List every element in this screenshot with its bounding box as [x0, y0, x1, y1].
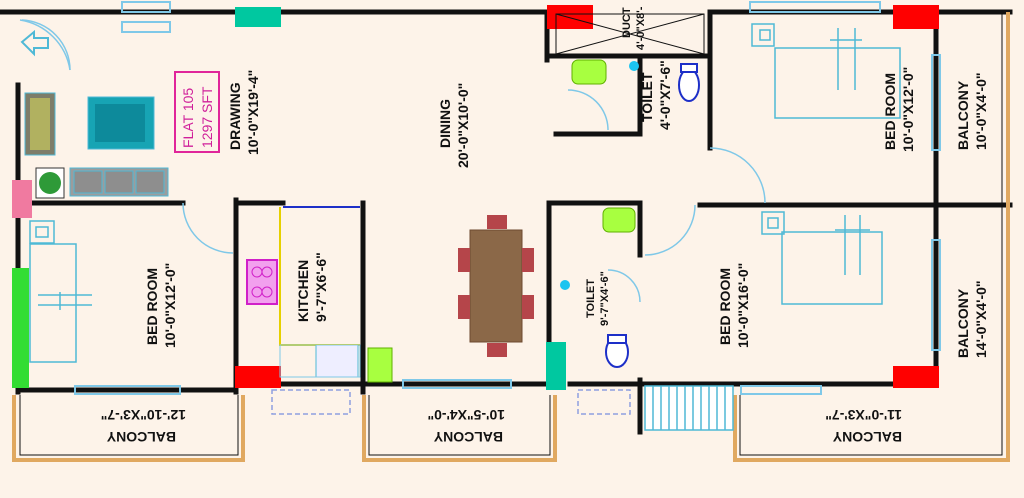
- balcony-bottom-left-name: BALCONY: [106, 429, 176, 445]
- door-swings: [19, 19, 766, 303]
- drawing-name: DRAWING: [227, 82, 243, 150]
- bed-top-right-name: BED ROOM: [882, 73, 898, 150]
- balcony-parapets: [12, 12, 1010, 462]
- toilet-mid-size: 9'-7"X4'-6": [599, 271, 611, 326]
- kitchen-name: KITCHEN: [295, 260, 311, 322]
- balcony-bottom-mid-size: 10'-5"X4'-0": [427, 407, 505, 423]
- drawing-size: 10'-0"X19'-4": [245, 70, 261, 155]
- flat-tag: FLAT 105 1297 SFT: [174, 71, 220, 153]
- dining-name: DINING: [437, 99, 453, 148]
- kitchen-size: 9'-7"X6'-6": [313, 252, 329, 322]
- duct-size: 4'-0"X8'-: [635, 6, 647, 50]
- duct-name: DUCT: [621, 7, 633, 38]
- flat-tag-line2: 1297 SFT: [199, 86, 215, 148]
- bed-top-right: [751, 23, 901, 119]
- utility-ledges: [271, 389, 631, 415]
- bed-left-name: BED ROOM: [144, 268, 160, 345]
- balcony-bottom-right-name: BALCONY: [832, 429, 902, 445]
- toilet-fixtures: [560, 59, 700, 368]
- balcony-bottom-right-size: 11'-0"X3'-7": [825, 407, 902, 423]
- sofa-set: [24, 92, 169, 199]
- balcony-right-size: 14'-0"X4'-0": [973, 280, 989, 358]
- bed-left-size: 10'-0"X12'-0": [162, 263, 178, 348]
- entry-arrow-icon: [20, 19, 71, 71]
- toilet-mid-name: TOILET: [585, 279, 597, 318]
- room-labels: DRAWING 10'-0"X19'-4" DINING 20'-0"X10'-…: [101, 6, 989, 445]
- bed-mid-right-size: 10'-0"X16'-0": [735, 263, 751, 348]
- dining-size: 20'-0"X10'-0": [455, 83, 471, 168]
- toilet-top-name: TOILET: [639, 72, 655, 122]
- flat-tag-line1: FLAT 105: [180, 88, 196, 148]
- balcony-outlines: [19, 12, 1003, 456]
- windows: [74, 1, 941, 395]
- balcony-bottom-left-size: 12'-10"X3'-7": [101, 407, 186, 423]
- duct: [555, 13, 705, 55]
- kitchen-counter: [246, 206, 393, 383]
- balcony-right-name: BALCONY: [955, 288, 971, 358]
- bed-mid-right: [761, 211, 883, 305]
- balcony-top-right-name: BALCONY: [955, 80, 971, 150]
- bed-mid-right-name: BED ROOM: [717, 268, 733, 345]
- door-markers: [12, 5, 939, 390]
- walls: [0, 9, 1013, 435]
- toilet-top-size: 4'-0"X7'-6": [657, 60, 673, 130]
- balcony-bottom-mid-name: BALCONY: [433, 429, 503, 445]
- bed-top-right-size: 10'-0"X12'-0": [900, 67, 916, 152]
- bed-left: [29, 220, 92, 363]
- dining-table: [458, 215, 534, 357]
- balcony-top-right-size: 10'-0"X4'-0": [973, 72, 989, 150]
- staircase: [644, 385, 734, 431]
